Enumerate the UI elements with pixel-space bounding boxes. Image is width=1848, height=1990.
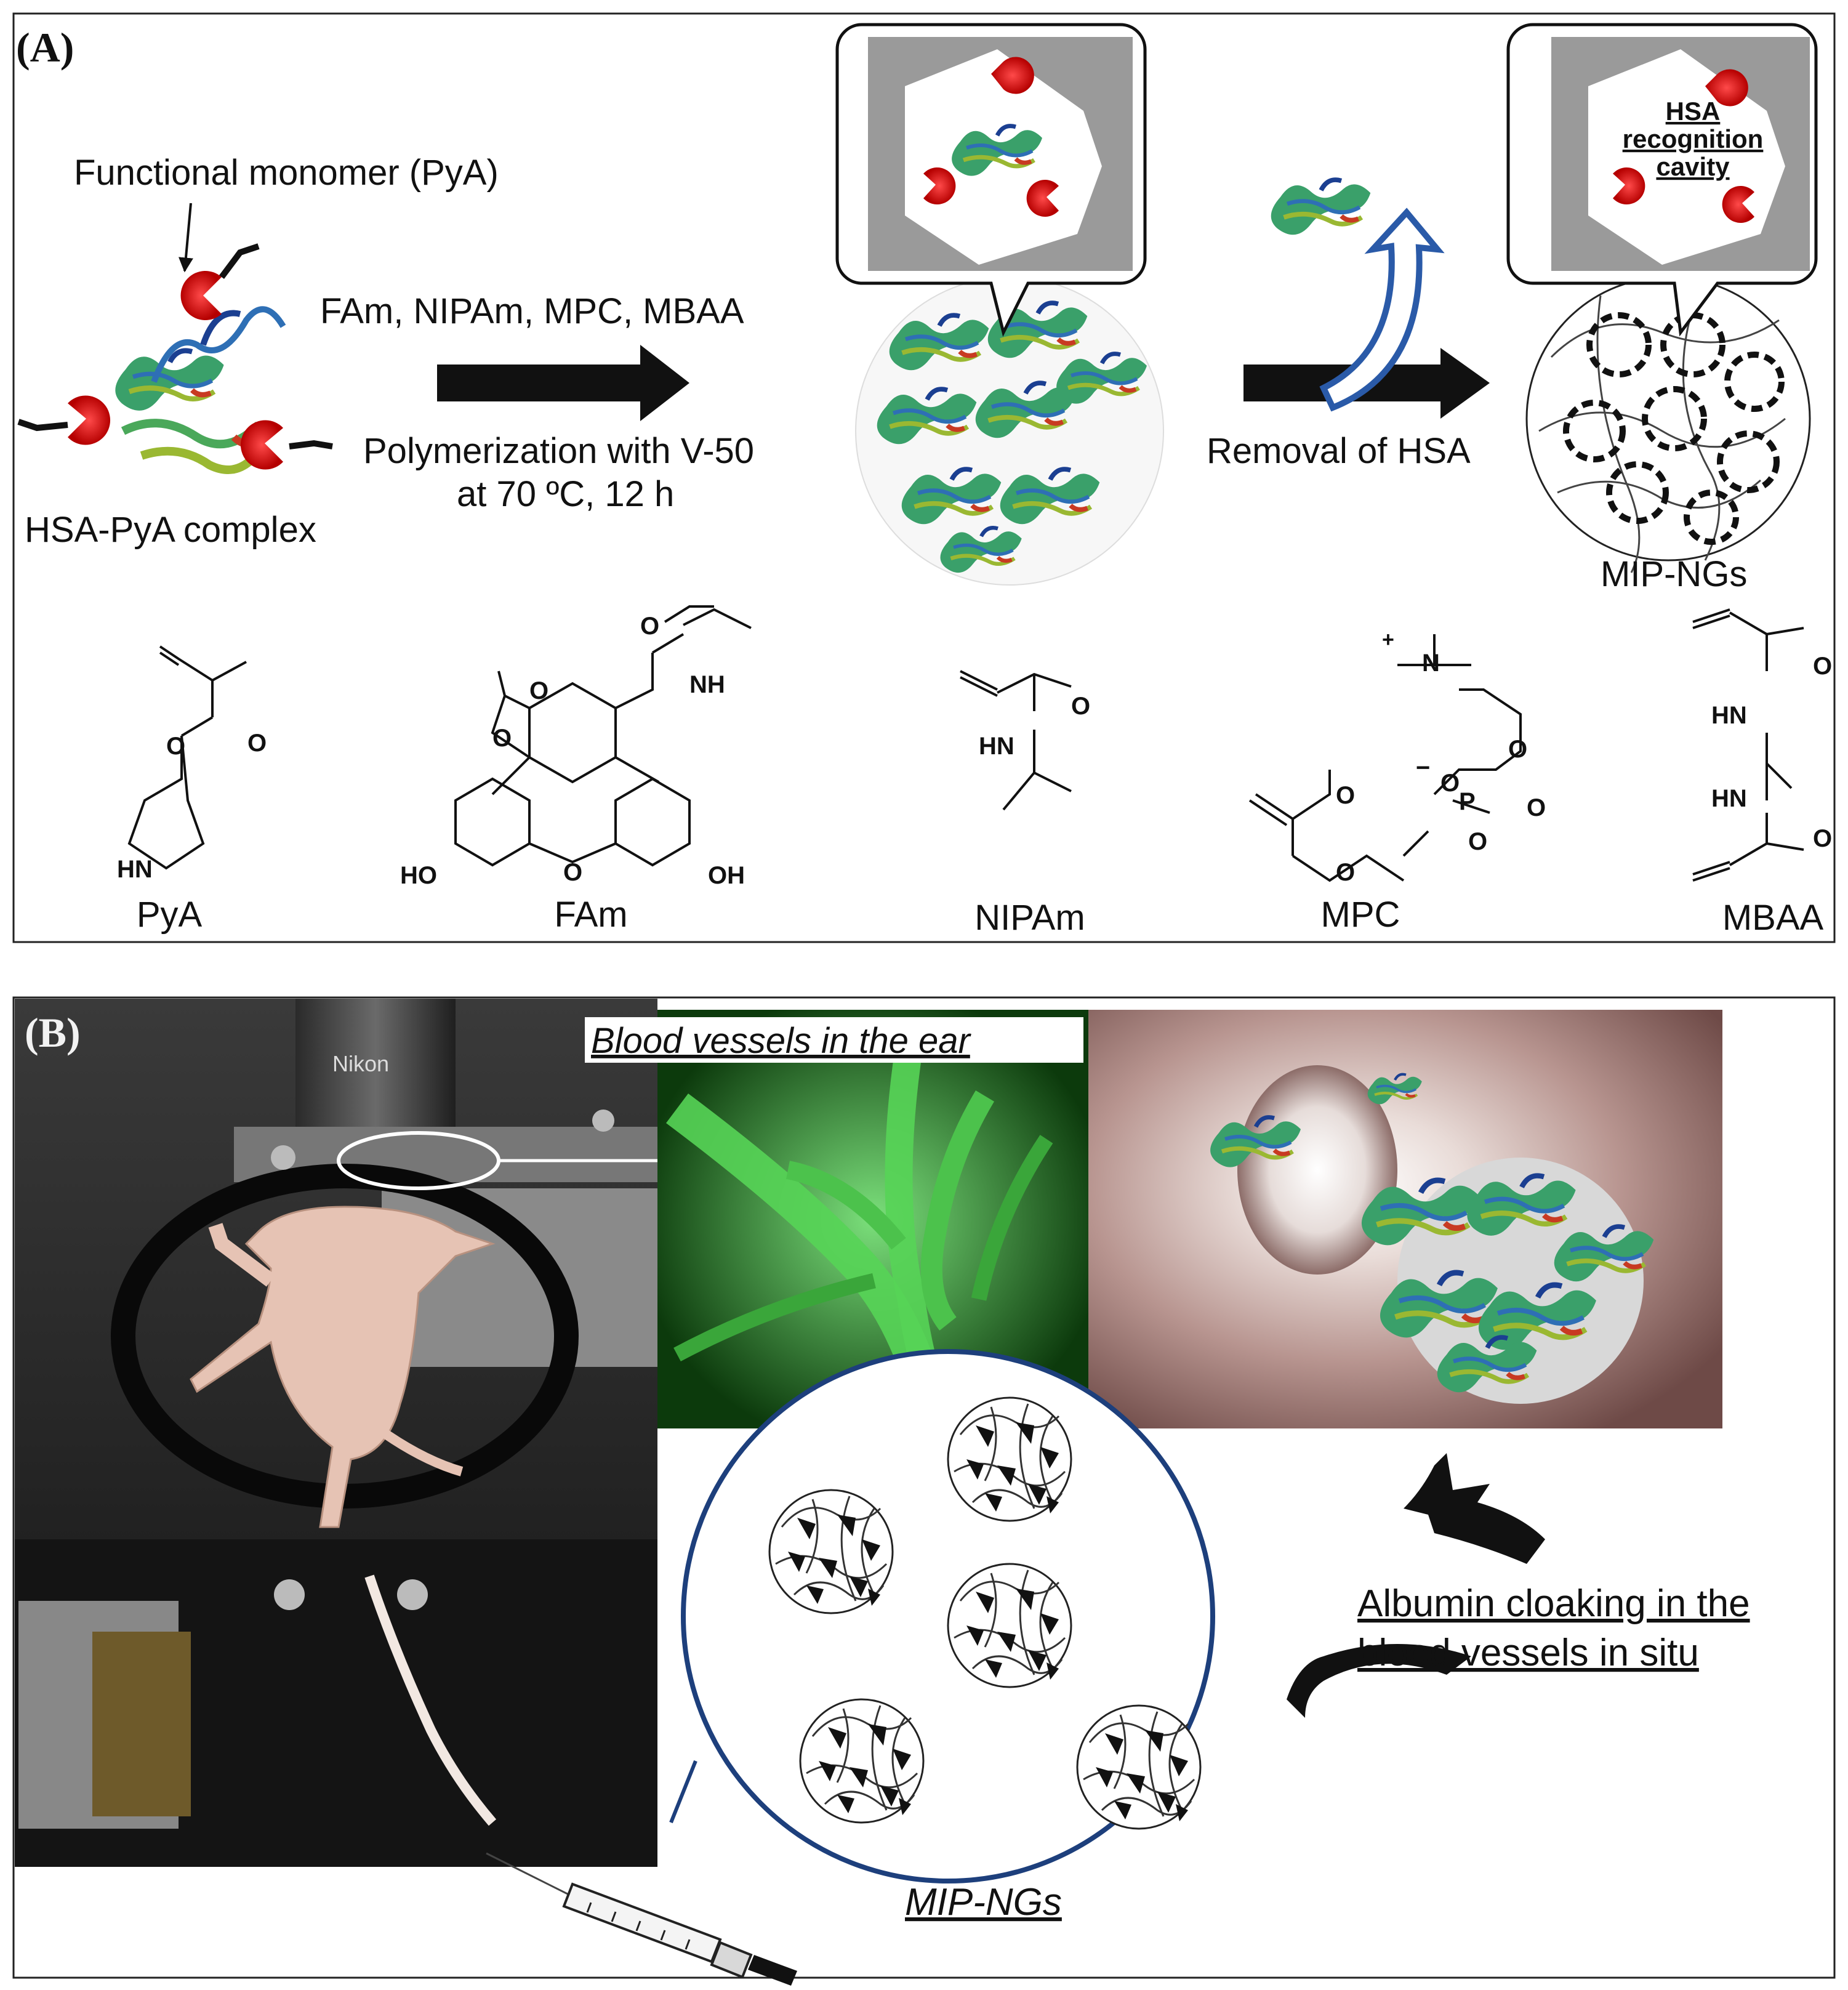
fam-atom-ho: HO <box>400 862 437 889</box>
structure-name-pya: PyA <box>137 895 203 935</box>
nipam-atom-o: O <box>1071 693 1090 720</box>
mbaa-atom-hn1: HN <box>1711 702 1747 729</box>
mpc-atom-n: N <box>1422 650 1440 677</box>
functional-monomer-label: Functional monomer (PyA) <box>74 153 499 193</box>
mip-ngs-callout <box>669 1349 1215 1883</box>
mbaa-atom-o1: O <box>1813 653 1832 680</box>
mpc-structure <box>1248 634 1522 882</box>
fam-atom-oh: OH <box>708 862 745 889</box>
cavity-label-1: HSA <box>1666 97 1721 126</box>
mpc-atom-o1: O <box>1508 736 1527 763</box>
cloak-caption-line2: blood vessels in situ <box>1357 1632 1699 1674</box>
pya-monomer-icon <box>68 395 111 445</box>
fam-atom-o3: O <box>563 859 582 886</box>
structure-name-nipam: NIPAm <box>974 898 1085 938</box>
fam-atom-nh: NH <box>689 671 725 698</box>
mip-ngs-label: MIP-NGs <box>1601 554 1747 594</box>
mpc-atom-o2: O <box>1440 770 1460 797</box>
mpc-atom-o3: O <box>1527 794 1546 821</box>
nipam-atom-hn: HN <box>979 733 1014 760</box>
mpc-atom-p: P <box>1459 788 1476 815</box>
pya-monomer-icon <box>180 271 222 320</box>
cavity-label-3: cavity <box>1656 152 1730 181</box>
albumin-cloaked-ng-render <box>1088 1010 1722 1428</box>
cloak-caption-line1: Albumin cloaking in the <box>1357 1582 1750 1625</box>
vessel-caption-bg <box>585 1017 1083 1063</box>
mip-ng-graphic <box>1525 276 1811 573</box>
mpc-atom-plus: + <box>1382 628 1394 651</box>
mpc-atom-minus: − <box>1416 754 1430 781</box>
polymerization-arrow <box>437 345 689 421</box>
pya-atom-hn: HN <box>117 856 153 883</box>
hsa-pya-complex-graphic <box>17 243 333 474</box>
panel-a-label: (A) <box>16 24 74 71</box>
template-bubble <box>835 23 1147 337</box>
microscope-photo: Nikon <box>15 999 665 1867</box>
pya-structure <box>127 645 247 870</box>
mpc-atom-o4: O <box>1468 828 1487 855</box>
complex-label: HSA-PyA complex <box>25 510 316 550</box>
panel-b-label: (B) <box>25 1009 81 1056</box>
mpc-atom-o6: O <box>1336 859 1355 886</box>
removal-label: Removal of HSA <box>1207 431 1471 471</box>
mip-ngs-italic-label: MIP-NGs <box>905 1881 1062 1924</box>
conditions-line1: Polymerization with V-50 <box>363 431 754 471</box>
mbaa-atom-o2: O <box>1813 825 1832 852</box>
cloaking-up-arrow <box>1404 1453 1545 1564</box>
cavity-label-2: recognition <box>1623 124 1764 153</box>
blue-curved-arrow <box>1319 207 1445 412</box>
injection-curve-arrow <box>1287 1644 1471 1718</box>
fam-structure <box>454 605 752 867</box>
lens-brand: Nikon <box>332 1051 389 1076</box>
vessel-caption: Blood vessels in the ear <box>591 1021 971 1061</box>
pya-atom-o2: O <box>166 733 185 760</box>
structure-name-mpc: MPC <box>1321 895 1400 935</box>
structure-name-mbaa: MBAA <box>1722 898 1824 938</box>
structure-name-fam: FAm <box>554 895 627 935</box>
conditions-line2: at 70 ºC, 12 h <box>457 474 674 514</box>
fam-atom-o2: O <box>492 725 512 752</box>
functional-monomer-pointer <box>179 203 193 273</box>
fam-atom-o1: O <box>529 677 548 704</box>
pya-atom-o1: O <box>247 730 267 757</box>
reagents-label: FAm, NIPAm, MPC, MBAA <box>320 291 744 331</box>
nipam-structure <box>960 670 1072 811</box>
mbaa-atom-hn2: HN <box>1711 785 1747 812</box>
mbaa-structure <box>1692 608 1804 882</box>
fam-atom-o4: O <box>640 613 659 640</box>
cavity-bubble <box>1506 23 1818 337</box>
mpc-atom-o5: O <box>1336 782 1355 809</box>
pya-monomer-icon <box>240 420 283 470</box>
syringe-icon <box>486 1852 797 1986</box>
